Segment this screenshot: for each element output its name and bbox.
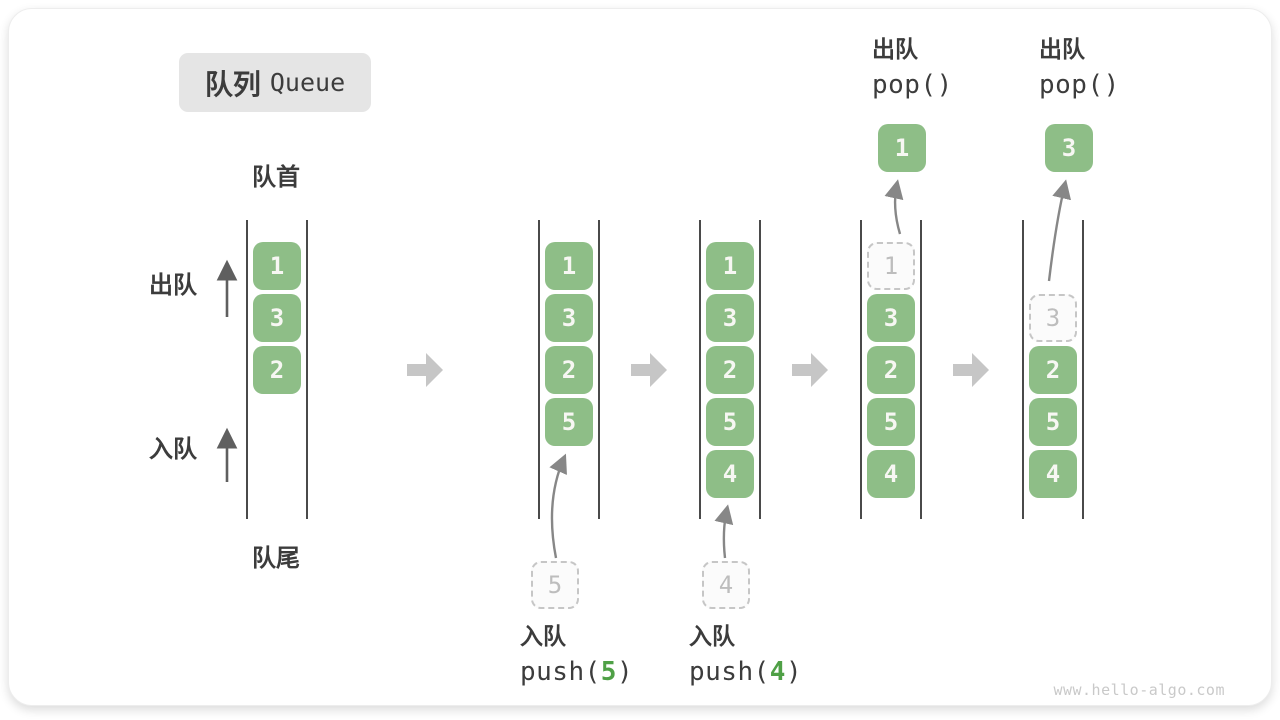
op-code: pop() [872,70,953,101]
queue-wall [759,220,761,519]
queue-box: 2 [253,346,301,394]
queue-box-ghost: 3 [1029,294,1077,342]
op-code: pop() [1039,70,1120,101]
queue-wall [1082,220,1084,519]
queue-wall [920,220,922,519]
popped-box-3: 3 [1045,124,1093,172]
title-en: Queue [269,68,346,97]
queue-box: 1 [706,242,754,290]
op-title: 出队 [1039,36,1085,62]
queue-wall [306,220,308,519]
op-title: 出队 [872,36,918,62]
code-token: ) [785,656,803,687]
popped-box-1: 1 [878,124,926,172]
queue-box: 5 [1029,398,1077,446]
queue-wall [598,220,600,519]
queue-wall [246,220,248,519]
queue-box: 2 [867,346,915,394]
transition-arrow-1 [407,353,443,387]
queue-box: 2 [545,346,593,394]
label-queue-front: 队首 [252,164,300,191]
code-token: push( [689,656,770,687]
queue-wall [1022,220,1024,519]
queue-box: 3 [867,294,915,342]
transition-arrow-2 [631,353,667,387]
op-title: 入队 [520,623,566,649]
code-token: ) [616,656,634,687]
label-queue-rear: 队尾 [252,545,300,572]
arrows-layer [216,179,1072,559]
transition-arrow-3 [792,353,828,387]
queue-box: 4 [867,450,915,498]
code-token-arg: 5 [600,656,617,687]
queue-wall [860,220,862,519]
op-label-dequeue-3: 出队 pop() [1039,36,1120,101]
queue-box: 2 [706,346,754,394]
queue-box: 3 [545,294,593,342]
queue-box: 3 [253,294,301,342]
queue-box: 3 [706,294,754,342]
op-label-enqueue-5: 入队 push(5) [520,623,633,688]
label-dequeue: 出队 [149,272,197,299]
dequeue-arrow-1 [884,179,904,235]
op-code: push(5) [520,657,633,688]
enqueue-pending-box-5: 5 [531,561,579,609]
enqueue-arrow-5 [549,453,567,559]
title-zh: 队列 [204,68,261,100]
op-label-enqueue-4: 入队 push(4) [689,623,802,688]
queue-box-ghost: 1 [867,242,915,290]
label-enqueue: 入队 [149,436,197,463]
queue-box: 2 [1029,346,1077,394]
enqueue-arrow-4 [714,504,734,559]
queue-box: 5 [545,398,593,446]
queue-wall [699,220,701,519]
queue-box: 5 [867,398,915,446]
queue-box: 4 [706,450,754,498]
queue-wall [538,220,540,519]
code-token: pop() [872,69,953,100]
dequeue-arrow-3 [1047,179,1072,282]
code-token-arg: 4 [769,656,786,687]
title-box: 队列 Queue [179,53,371,112]
watermark: www.hello-algo.com [1053,681,1225,699]
code-token: push( [520,656,601,687]
queue-box: 1 [545,242,593,290]
transition-arrow-4 [953,353,989,387]
enqueue-pending-box-4: 4 [702,561,750,609]
op-label-dequeue-1: 出队 pop() [872,36,953,101]
op-code: push(4) [689,657,802,688]
queue-box: 1 [253,242,301,290]
code-token: pop() [1039,69,1120,100]
op-title: 入队 [689,623,735,649]
queue-box: 4 [1029,450,1077,498]
queue-box: 5 [706,398,754,446]
